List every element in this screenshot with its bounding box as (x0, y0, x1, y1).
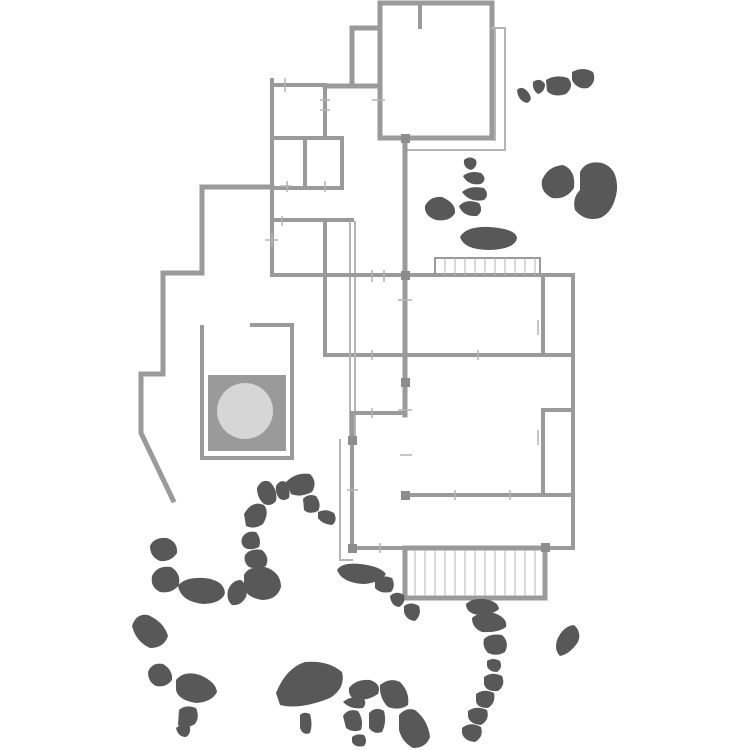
stone (463, 157, 477, 170)
stone (390, 592, 405, 607)
stone (275, 481, 290, 500)
stone (303, 495, 320, 513)
stone (227, 580, 247, 606)
stone (348, 679, 379, 701)
stone (532, 79, 545, 94)
post (401, 271, 410, 280)
posts (348, 134, 550, 553)
stone (399, 709, 430, 748)
stone (463, 172, 485, 185)
post (348, 544, 357, 553)
post (401, 134, 410, 143)
stone (132, 614, 168, 648)
stone (178, 577, 225, 604)
deck-bottom-slats (414, 550, 536, 596)
stone (244, 549, 268, 569)
stone (468, 707, 488, 725)
stone (483, 634, 507, 655)
stone (176, 673, 217, 703)
post (541, 543, 550, 552)
stone (352, 734, 366, 747)
wall-lower-thin (339, 439, 353, 561)
stone (337, 563, 386, 584)
stone (476, 690, 495, 708)
stone (244, 566, 281, 600)
post (401, 378, 410, 387)
stone (424, 196, 456, 221)
stone (375, 576, 394, 593)
deck-top-slats (444, 258, 536, 275)
hearth (200, 323, 294, 460)
wall-middle-thin (349, 221, 356, 441)
post (401, 491, 410, 500)
garden-stones (132, 69, 618, 748)
stone (343, 710, 362, 732)
stone (300, 712, 312, 734)
stone (343, 696, 366, 709)
stone (404, 603, 420, 621)
stone (541, 165, 575, 199)
stone (466, 598, 499, 615)
wall-middle-upper (270, 218, 407, 357)
stone (487, 659, 501, 672)
wall-left-outer (138, 184, 275, 504)
stone (517, 87, 531, 103)
stone (462, 187, 487, 201)
stone (472, 612, 507, 633)
deck-bottom-frame (402, 545, 548, 601)
stone (178, 706, 198, 728)
stone (176, 724, 191, 737)
stone (462, 724, 482, 742)
decks (402, 257, 548, 601)
hearth-enclosure (200, 323, 294, 460)
wall-lower-left (350, 411, 407, 550)
stone (572, 69, 595, 89)
stone (244, 503, 267, 528)
stone (459, 201, 482, 217)
stone (484, 673, 504, 692)
stone (556, 625, 580, 656)
stone (151, 566, 180, 593)
wall-top-room-veranda (404, 27, 506, 151)
door-ticks (265, 78, 539, 553)
hearth-circle (217, 383, 273, 439)
stone (369, 708, 386, 733)
stone (150, 537, 178, 562)
stone (257, 480, 277, 505)
deck-top (434, 257, 541, 276)
wall-top-room-annex (349, 25, 383, 85)
stone (460, 226, 517, 250)
stone (574, 162, 618, 219)
wall-right-inner (541, 273, 575, 497)
stone (318, 510, 336, 525)
stone (546, 76, 572, 96)
walls (138, 0, 575, 561)
stone (148, 663, 173, 687)
wall-upper-left (270, 78, 344, 277)
stone (241, 531, 260, 550)
stone (379, 680, 409, 709)
post (348, 436, 357, 445)
stone (276, 661, 343, 707)
wall-top-room (377, 0, 495, 141)
stone (286, 473, 315, 496)
